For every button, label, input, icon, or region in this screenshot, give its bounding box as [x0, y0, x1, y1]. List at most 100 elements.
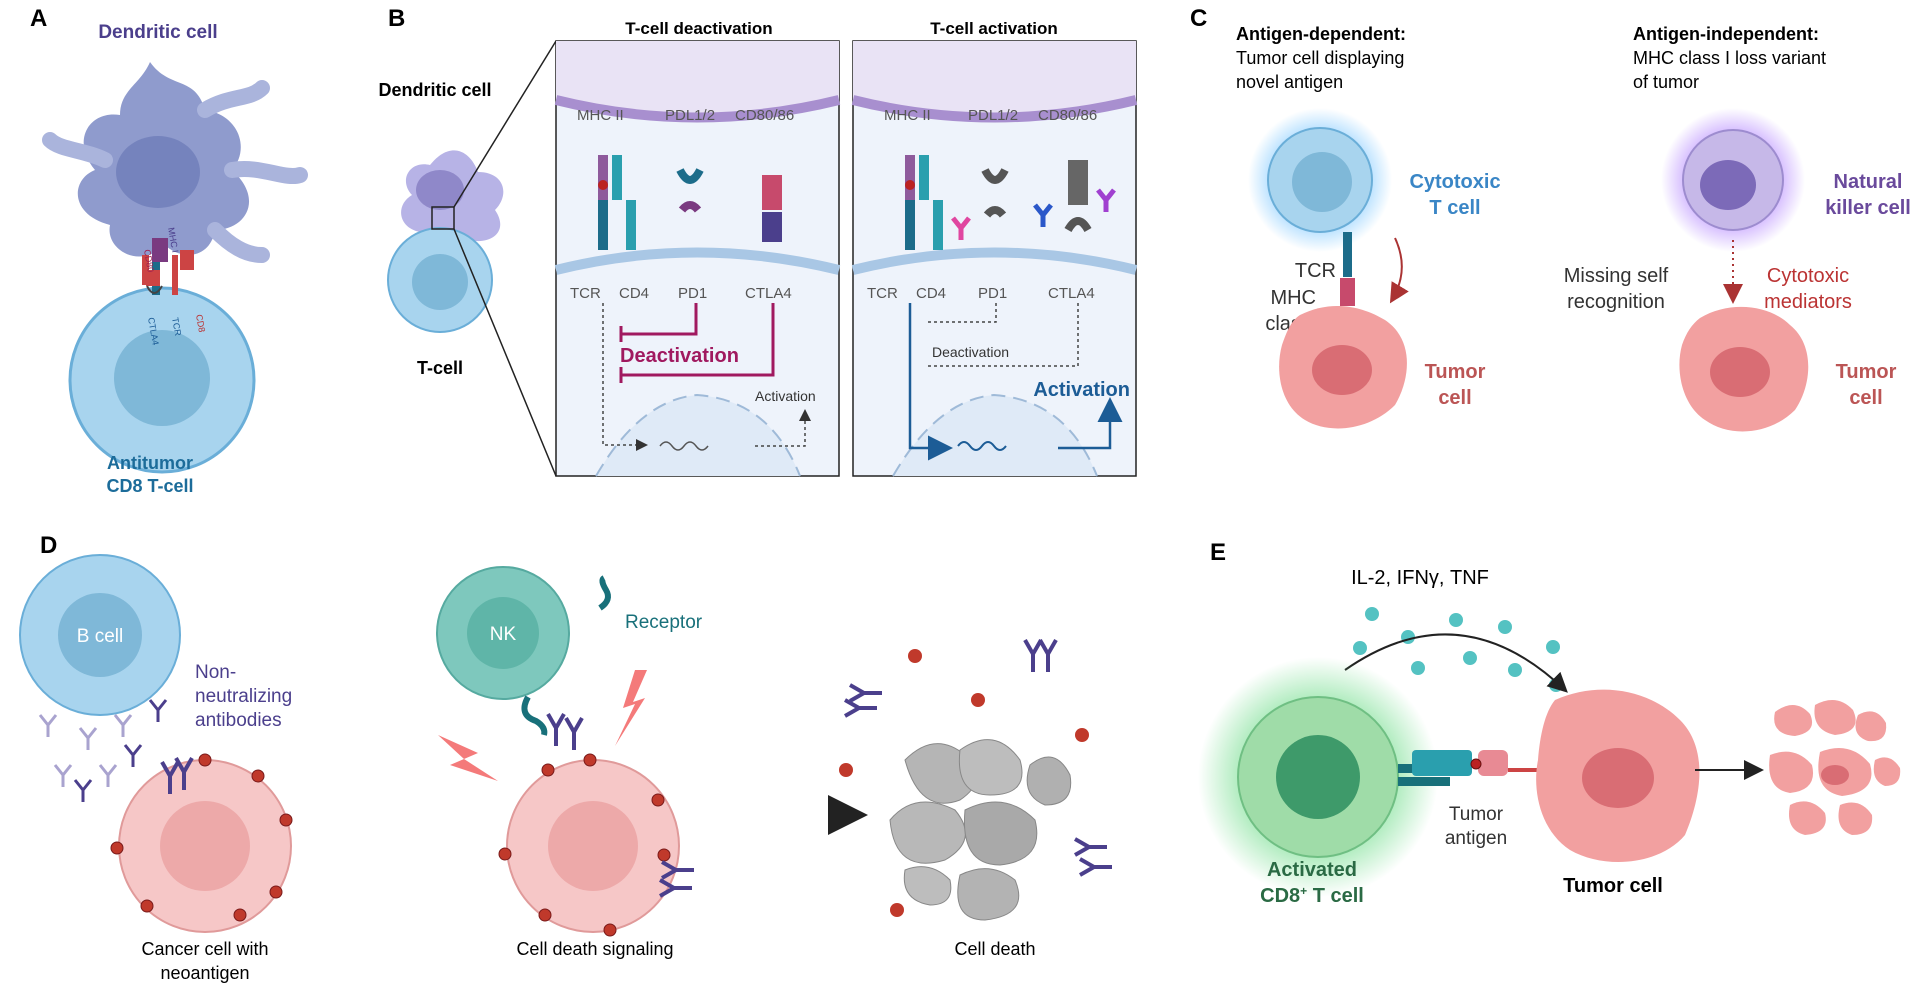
deact-label: Deactivation [620, 345, 739, 367]
free-antibody [1023, 639, 1058, 672]
deact-t-membrane [554, 247, 841, 275]
dendritic-nucleus [116, 136, 200, 208]
neoantigen [233, 908, 247, 922]
cd80-stalk [142, 255, 149, 285]
deact-pd1-inhibit [621, 303, 698, 336]
cytokine [1546, 640, 1560, 654]
act-antibody-blue [1033, 203, 1053, 227]
a-cd8-label: CD8 [194, 314, 207, 333]
cytokine [1449, 613, 1463, 627]
c-tumor-1-nucleus [1312, 345, 1372, 395]
d-signal-antibody [546, 713, 584, 750]
d-cancer-label-1: Cancer cell with [141, 939, 268, 959]
neoantigen [651, 793, 665, 807]
cytokine [1365, 607, 1379, 621]
act-ctla4-label: CTLA4 [1048, 285, 1095, 302]
e-tcr-lower [1398, 777, 1450, 786]
c-ind-line2: of tumor [1633, 72, 1699, 92]
deact-nucleus [595, 393, 801, 477]
neoantigen [198, 753, 212, 767]
e-tcr-domain [1412, 750, 1472, 776]
e-antigen-dot [1470, 758, 1482, 770]
d-cancer-label-2: neoantigen [160, 963, 249, 983]
e-tumor-label: Tumor cell [1563, 875, 1663, 897]
act-mhc2: MHC II [884, 107, 931, 124]
deact-antigen [598, 180, 608, 190]
panel-c: C Antigen-dependent: Tumor cell displayi… [1190, 5, 1911, 432]
zoom-line-top [453, 40, 557, 208]
deact-tcr [598, 200, 608, 250]
c-ind-title: Antigen-independent: [1633, 24, 1819, 44]
a-tcr-label: TCR [170, 317, 183, 337]
nk-label-2: killer cell [1825, 197, 1911, 219]
free-antigen [971, 693, 985, 707]
c-mhc-label-1: MHC [1270, 287, 1316, 309]
e-cd8-sup: + [1300, 884, 1307, 898]
t-cell-nucleus [114, 330, 210, 426]
free-antigen [908, 649, 922, 663]
cytokine [1498, 620, 1512, 634]
deact-cd4 [626, 200, 636, 250]
neoantigen [269, 885, 283, 899]
neoantigen [603, 923, 617, 937]
tumor-fragment [1814, 700, 1856, 735]
act-dna [957, 441, 1007, 451]
cytokine [1463, 651, 1477, 665]
e-antigen-label-2: antigen [1445, 828, 1507, 849]
c-cyto-1: Cytotoxic [1767, 265, 1849, 287]
d-antibodies [73, 699, 168, 802]
tumor-fragment [1855, 711, 1887, 742]
deact-dna [659, 441, 709, 451]
nk-receptor [521, 695, 548, 736]
deact-dc-membrane [554, 95, 841, 123]
c-missing-2: recognition [1567, 291, 1665, 313]
cd8-stalk [172, 255, 178, 295]
apoptotic-body [889, 801, 966, 864]
tumor-fragment [1769, 751, 1814, 793]
deact-small-activation: Activation [755, 388, 816, 404]
act-ctla4-mol [1064, 217, 1092, 233]
dendrite-arms [42, 80, 308, 263]
act-cd4-label: CD4 [916, 285, 946, 302]
b-dendritic-nucleus [416, 170, 464, 210]
b-tcell-label: T-cell [417, 358, 463, 378]
panel-a-letter: A [30, 5, 47, 32]
act-pd1-label: PD1 [978, 285, 1007, 302]
c-tcr [1343, 232, 1352, 277]
deact-cd4-top [612, 155, 622, 200]
b-cell-label: B cell [77, 626, 123, 647]
tumor-fragment [1873, 757, 1901, 786]
act-dotted-2 [928, 303, 1079, 367]
act-signal-path-2 [1058, 397, 1123, 450]
c-tumor-2-label-2: cell [1849, 387, 1882, 409]
lightning-icon [438, 735, 498, 781]
panel-a: A Dendritic cell CD80 MHC I CTLA4 TCR CD… [30, 5, 308, 496]
e-tcell-label-2: CD8+ T cell [1260, 884, 1364, 907]
e-cytokines-label: IL-2, IFNγ, TNF [1351, 567, 1489, 589]
deact-title: T-cell deactivation [625, 19, 772, 38]
panel-d: D B cell Non- neutralizing antibodies Ca… [19, 532, 1112, 983]
apoptotic-bodies [889, 739, 1072, 921]
cytokine [1353, 641, 1367, 655]
panel-b: B Dendritic cell T-cell T-cell deactivat… [378, 5, 1138, 477]
nk-nucleus [1700, 160, 1756, 210]
apoptotic-body [1026, 756, 1072, 806]
act-cd4 [933, 200, 943, 250]
panel-d-letter: D [40, 532, 57, 559]
cytokine [1508, 663, 1522, 677]
neoantigen [583, 753, 597, 767]
e-tcell-text: T cell [1307, 885, 1364, 907]
a-tcell-label-1: Antitumor [107, 453, 193, 473]
free-antibody [844, 683, 882, 718]
c-dep-line1: Tumor cell displaying [1236, 48, 1404, 68]
c-tumor-2-nucleus [1710, 347, 1770, 397]
nk-label-1: Natural [1834, 171, 1903, 193]
neoantigen [279, 813, 293, 827]
free-antigen [1075, 728, 1089, 742]
apoptotic-body [957, 868, 1020, 921]
c-tumor-1-label-2: cell [1438, 387, 1471, 409]
act-cd80-mol [1068, 160, 1088, 205]
deact-pd1 [678, 201, 702, 213]
a-tcell-label-2: CD8 T-cell [106, 476, 193, 496]
deact-ctla4-inhibit [621, 303, 775, 377]
